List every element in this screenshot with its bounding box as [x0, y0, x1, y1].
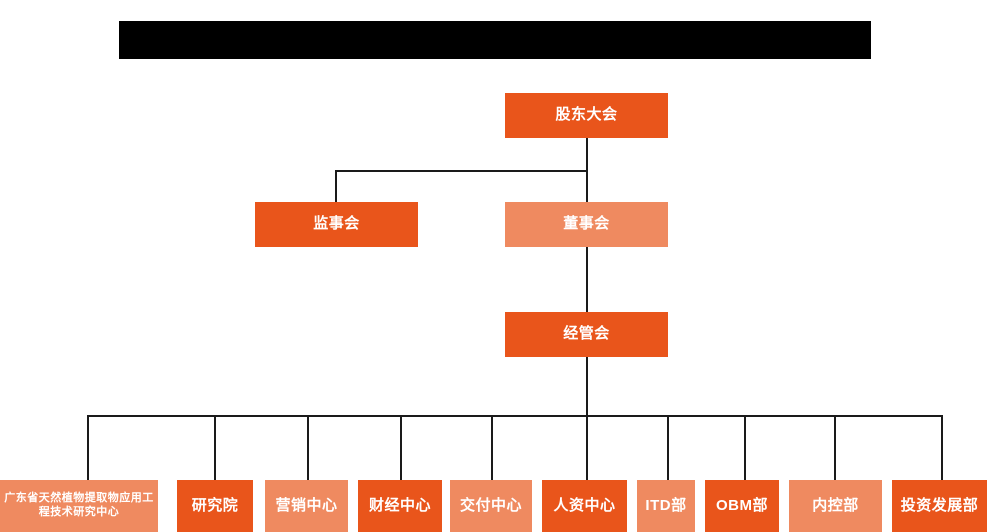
connector-drop-itd-department	[667, 415, 669, 480]
node-board-of-directors[interactable]: 董事会	[505, 202, 668, 247]
connector-directors-drop	[586, 170, 588, 202]
node-label: 交付中心	[459, 496, 522, 514]
node-management-committee[interactable]: 经管会	[505, 312, 668, 357]
node-label: 经管会	[563, 325, 610, 343]
connector-drop-delivery-center	[491, 415, 493, 480]
node-label: 内控部	[812, 496, 859, 514]
node-label: 广东省天然植物提取物应用工程技术研究中心	[4, 492, 154, 518]
node-hr-center[interactable]: 人资中心	[542, 480, 627, 532]
connector-drop-research-center	[87, 415, 89, 480]
connector-supervisors-drop	[335, 170, 337, 202]
connector-drop-research-institute	[214, 415, 216, 480]
node-label: 股东大会	[555, 106, 618, 124]
connector-shareholders-down	[586, 138, 588, 172]
node-board-of-supervisors[interactable]: 监事会	[255, 202, 418, 247]
connector-drop-hr-center	[586, 415, 588, 480]
node-label: 财经中心	[368, 496, 431, 514]
node-internal-control-department[interactable]: 内控部	[789, 480, 882, 532]
node-investment-development-department[interactable]: 投资发展部	[892, 480, 987, 532]
node-itd-department[interactable]: ITD部	[637, 480, 695, 532]
connector-drop-internal-control	[834, 415, 836, 480]
node-research-center[interactable]: 广东省天然植物提取物应用工程技术研究中心	[0, 480, 158, 532]
node-obm-department[interactable]: OBM部	[705, 480, 779, 532]
connector-drop-investment-department	[941, 415, 943, 480]
connector-drop-finance-center	[400, 415, 402, 480]
connector-level2-bus	[335, 170, 588, 172]
node-label: 董事会	[563, 215, 610, 233]
node-label: OBM部	[716, 496, 768, 514]
node-label: 人资中心	[553, 496, 616, 514]
node-label: ITD部	[645, 496, 687, 514]
connector-drop-marketing-center	[307, 415, 309, 480]
connector-drop-obm-department	[744, 415, 746, 480]
node-marketing-center[interactable]: 营销中心	[265, 480, 348, 532]
node-label: 营销中心	[275, 496, 338, 514]
node-finance-center[interactable]: 财经中心	[358, 480, 442, 532]
connector-directors-to-mgmt	[586, 242, 588, 312]
node-shareholders-meeting[interactable]: 股东大会	[505, 93, 668, 138]
connector-mgmt-down	[586, 357, 588, 416]
node-label: 监事会	[313, 215, 360, 233]
node-label: 投资发展部	[900, 496, 979, 514]
node-research-institute[interactable]: 研究院	[177, 480, 253, 532]
node-label: 研究院	[191, 496, 239, 514]
node-delivery-center[interactable]: 交付中心	[450, 480, 532, 532]
connector-department-bus	[87, 415, 943, 417]
redacted-title-banner	[119, 21, 871, 59]
